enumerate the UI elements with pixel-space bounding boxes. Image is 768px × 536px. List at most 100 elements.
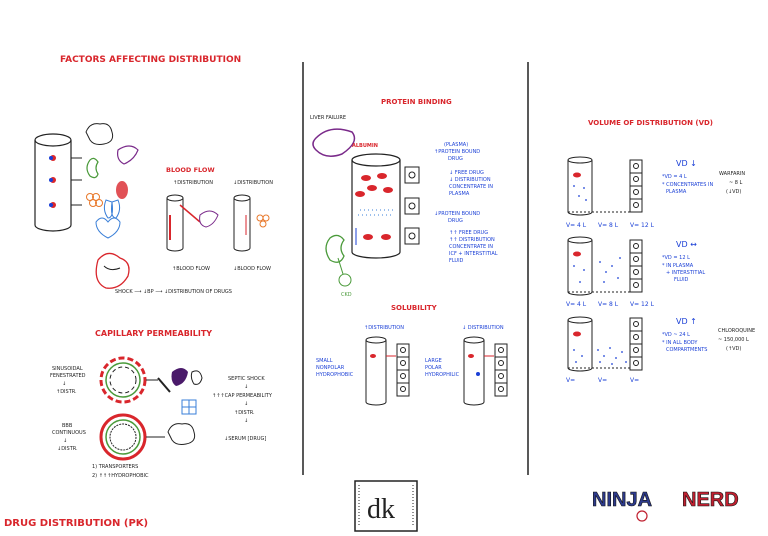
down-conc-l2: ICF + INTERSTITIAL (449, 251, 498, 257)
cap-note1: 1) TRANSPORTERS (92, 464, 138, 470)
albumin-label: ALBUMIN (352, 143, 378, 149)
vd-r1-head: VD ↓ (676, 159, 697, 168)
vd-r3-v3: V= (630, 377, 639, 384)
sinusoidal-l3: ↑DISTR. (56, 389, 77, 395)
small-l1: SMALL (316, 358, 333, 364)
bbb-l3: ↓DISTR. (57, 446, 78, 452)
vd-r1-drug1: WARFARIN (719, 171, 745, 177)
bf-down-dist: ↓DISTRIBUTION (233, 180, 273, 186)
large-l2: POLAR (425, 365, 442, 371)
large-l1: LARGE (425, 358, 442, 364)
bbb-l2: CONTINUOUS (52, 430, 86, 436)
sol-left-cells (396, 343, 410, 397)
down-conc-l3: FLUID (449, 258, 464, 264)
vd-row1-graphic (567, 156, 643, 216)
sinusoidal-l2: FENESTRATED (50, 373, 86, 379)
sol-down-dist: ↓ DISTRIBUTION (462, 325, 504, 331)
vd-r2-head: VD ↔ (676, 240, 697, 249)
vd-r3-drug2: ~ 150,000 L (718, 337, 749, 343)
small-l3: HYDROPHOBIC (316, 372, 354, 378)
septic-l4: ↓SERUM [DRUG] (224, 436, 266, 442)
large-l3: HYDROPHILIC (425, 372, 460, 378)
up-bound-l1: ↑PROTEIN BOUND (434, 149, 480, 155)
shock-chain: SHOCK ⟶ ↓BP ⟶ ↓DISTRIBUTION OF DRUGS (115, 289, 232, 295)
bone-marrow-icon (181, 399, 197, 415)
vd-r3-v1: V= (566, 377, 575, 384)
vd-r3-head: VD ↑ (676, 317, 697, 326)
protein-cells (404, 166, 420, 245)
fat-icon (86, 193, 103, 207)
vd-r2-v3: V= 12 L (630, 301, 655, 308)
vd-r1-drug3: (↓VD) (726, 189, 741, 195)
up-conc-l2: PLASMA (449, 191, 470, 197)
down-bound-l1: ↓PROTEIN BOUND (434, 211, 480, 217)
bf-down-flow: ↓BLOOD FLOW (233, 266, 271, 272)
sol-right-cells (494, 343, 508, 397)
kidney-icon (86, 157, 99, 179)
vd-r1-b2: * CONCENTRATES IN (662, 182, 713, 188)
vd-r2-v2: V= 8 L (598, 301, 619, 308)
solubility-title: SOLUBILITY (391, 304, 438, 312)
cap-note2: 2) ↑↑↑HYDROPHOBIC (92, 473, 149, 479)
down-free: ↑↑ FREE DRUG (449, 230, 488, 236)
page-title: DRUG DISTRIBUTION (PK) (4, 518, 148, 529)
purple-liver-icon (171, 368, 188, 386)
sol-vessel-right (463, 336, 508, 406)
vd-r1-b3: PLASMA (666, 189, 687, 195)
sol-up-dist: ↑DISTRIBUTION (364, 325, 404, 331)
brand-mark-icon (636, 510, 648, 522)
dk-monogram: dk (367, 494, 395, 525)
septic-a3: ↓ (244, 418, 248, 424)
vd-r3-b2: * IN ALL BODY (662, 340, 698, 346)
heart-drawing (95, 252, 130, 289)
bf-fat-icon (256, 214, 270, 228)
bf-up-flow: ↑BLOOD FLOW (172, 266, 210, 272)
blood-flow-vessel-down (233, 194, 270, 252)
lungs-icon (103, 199, 121, 219)
capillary-title: CAPILLARY PERMEABILITY (95, 329, 212, 338)
down-conc-l1: CONCENTRATE IN (449, 244, 493, 250)
brand-nerd: NERD (682, 489, 739, 511)
vd-row3-graphic (567, 316, 643, 372)
bone-icon (157, 377, 171, 393)
ckd-label: CKD (341, 292, 352, 298)
plasma-label: (PLASMA) (444, 142, 468, 148)
septic-l2: ↑↑↑CAP PERMEABILITY (212, 393, 273, 399)
ckd-kidney-icon (325, 234, 352, 287)
spleen-icon (190, 370, 203, 385)
sinusoidal-l1: SINUSOIDAL (52, 366, 83, 372)
vd-r3-v2: V= (598, 377, 607, 384)
blood-flow-title: BLOOD FLOW (166, 166, 215, 174)
liver-failure-icon (312, 128, 356, 157)
up-free: ↓ FREE DRUG (449, 170, 484, 176)
bf-liver-icon (199, 210, 219, 228)
vd-r2-b1: *VD = 12 L (662, 255, 690, 261)
septic-a2: ↓ (244, 401, 248, 407)
vd-r2-b4: FLUID (674, 277, 689, 283)
vd-title: VOLUME OF DISTRIBUTION (VD) (588, 119, 713, 127)
organ-cluster (85, 123, 139, 239)
protein-title: PROTEIN BINDING (381, 98, 452, 106)
vd-r2-v1: V= 4 L (566, 301, 587, 308)
septic-a1: ↓ (244, 384, 248, 390)
ninja-nerd-logo: NINJA NERD (592, 489, 739, 522)
vd-r2-b2: * IN PLASMA (662, 263, 694, 269)
bf-up-dist: ↑DISTRIBUTION (173, 180, 213, 186)
dk-logo: dk (354, 480, 418, 532)
small-l2: NONPOLAR (316, 365, 345, 371)
up-dist: ↓ DISTRIBUTION (449, 177, 491, 183)
septic-l3: ↑DISTR. (234, 410, 255, 416)
septic-l1: SEPTIC SHOCK (228, 376, 265, 382)
liver-icon (117, 145, 139, 165)
muscle-icon (116, 181, 128, 199)
vd-r3-drug1: CHLOROQUINE (718, 328, 755, 334)
blood-flow-vessel-up (166, 194, 219, 252)
liver-failure-label: LIVER FAILURE (310, 115, 346, 121)
down-bound-l2: DRUG (448, 218, 463, 224)
sinusoidal-capillary (99, 356, 147, 404)
factors-title: FACTORS AFFECTING DISTRIBUTION (60, 55, 241, 65)
down-dist: ↑↑ DISTRIBUTION (449, 237, 495, 243)
vd-r1-b1: *VD = 4 L (662, 174, 687, 180)
big-vessel (34, 133, 82, 232)
